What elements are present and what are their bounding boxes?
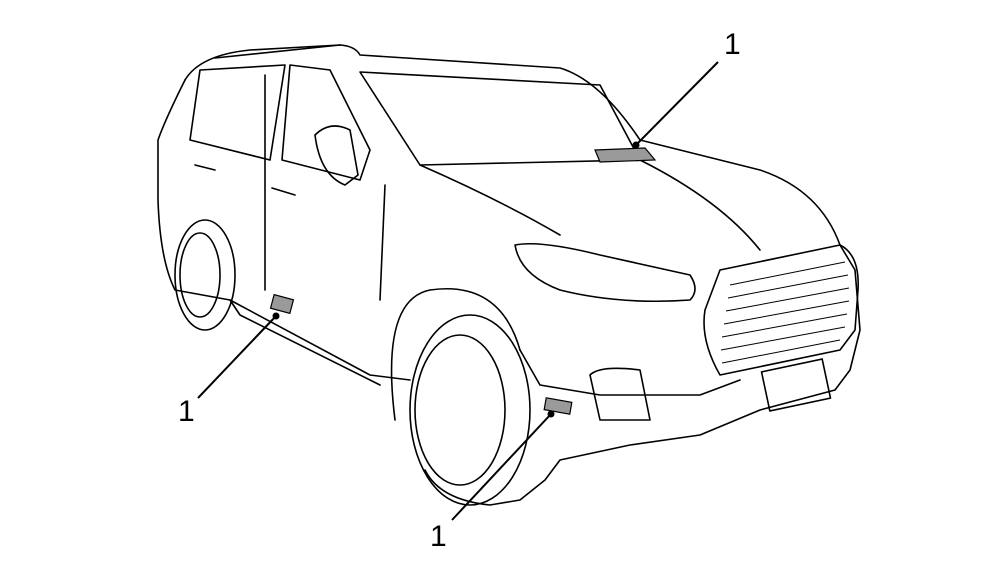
- sensor-markers: [269, 147, 657, 415]
- windshield-sensor-marker: [594, 147, 657, 163]
- callout-label-windshield: 1: [724, 28, 741, 61]
- callout-label-side-sill: 1: [178, 395, 195, 428]
- vehicle-outline: [157, 44, 861, 506]
- callout-label-front-bumper: 1: [430, 520, 447, 553]
- front-bumper-sensor-marker: [543, 397, 573, 415]
- leader-lines: [197, 61, 719, 521]
- side-sill-sensor-marker: [269, 293, 295, 315]
